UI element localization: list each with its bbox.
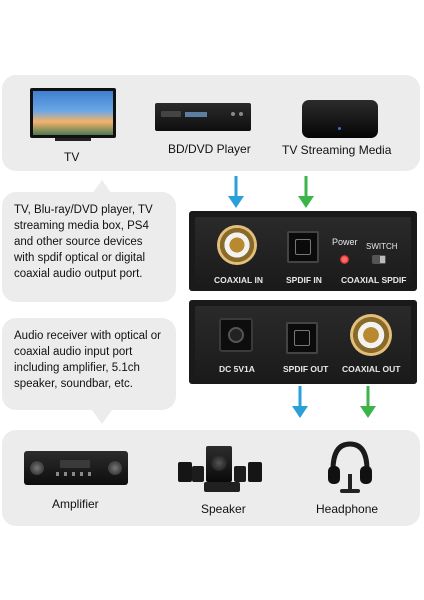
tv-image <box>30 88 116 138</box>
headphone-image <box>328 441 372 493</box>
streaming-label: TV Streaming Media <box>282 143 392 157</box>
speaker-image <box>176 446 270 494</box>
switch-label: SWITCH <box>366 242 398 251</box>
blue-arrow-out <box>292 386 308 418</box>
converter-output-face: DC 5V1A SPDIF OUT COAXIAL OUT <box>189 300 417 384</box>
tv-label: TV <box>64 150 80 164</box>
bubble-tail-bottom <box>92 410 112 424</box>
power-label: Power <box>332 237 358 247</box>
input-description: TV, Blu-ray/DVD player, TV streaming med… <box>2 192 176 302</box>
blue-arrow-in <box>228 176 244 208</box>
power-led <box>340 255 349 264</box>
coaxial-out-jack <box>350 314 392 356</box>
spdif-in-label: SPDIF IN <box>286 275 322 285</box>
amplifier-image <box>24 451 128 485</box>
converter-input-face: COAXIAL IN SPDIF IN Power SWITCH COAXIAL… <box>189 211 417 291</box>
bubble-tail-top <box>92 180 112 194</box>
switch-toggle <box>372 255 386 264</box>
dc-power-jack <box>219 318 253 352</box>
output-description: Audio receiver with optical or coaxial a… <box>2 318 176 410</box>
coaxial-out-label: COAXIAL OUT <box>342 364 401 374</box>
spdif-out-label: SPDIF OUT <box>283 364 329 374</box>
green-arrow-in <box>298 176 314 208</box>
switch-sub-label: COAXIAL SPDIF <box>341 275 407 285</box>
speaker-label: Speaker <box>201 502 246 516</box>
tv-stand <box>55 138 91 141</box>
amplifier-label: Amplifier <box>52 497 99 511</box>
green-arrow-out <box>360 386 376 418</box>
spdif-in-port <box>287 231 319 263</box>
coaxial-in-jack <box>217 225 257 265</box>
dvd-player-image <box>155 103 251 131</box>
streaming-box-image <box>302 100 378 138</box>
coaxial-in-label: COAXIAL IN <box>214 275 263 285</box>
spdif-out-port <box>286 322 318 354</box>
headphone-label: Headphone <box>316 502 379 516</box>
dc-label: DC 5V1A <box>219 364 255 374</box>
dvd-player-label: BD/DVD Player <box>168 142 251 156</box>
